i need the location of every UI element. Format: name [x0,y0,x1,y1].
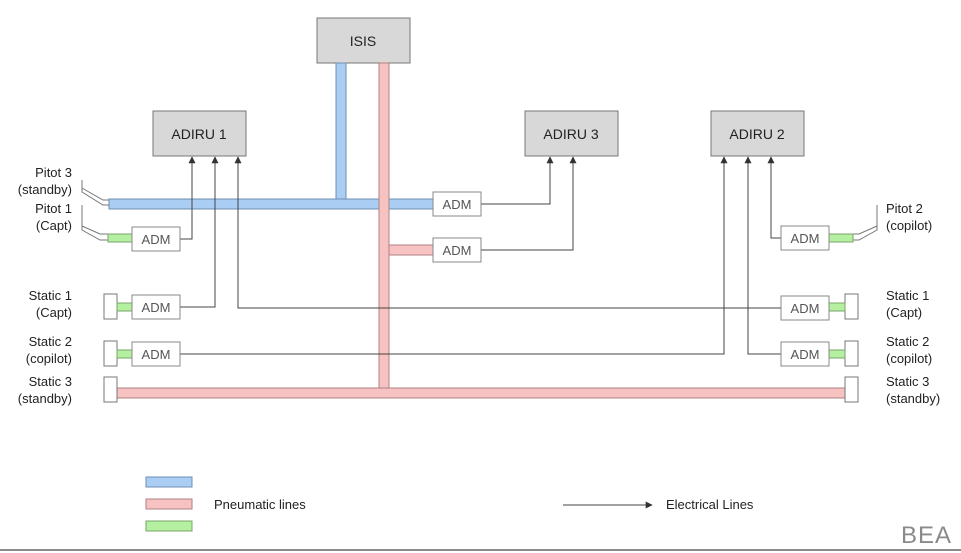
label-static1-left: Static 1 (Capt) [29,288,72,320]
adiru3-unit: ADIRU 3 [524,110,619,157]
svg-text:(Capt): (Capt) [36,305,72,320]
adiru2-label: ADIRU 2 [729,126,784,142]
isis-label: ISIS [350,33,376,49]
static1-left-port [103,293,118,320]
legend-blue-swatch [145,476,193,488]
label-pitot1-left: Pitot 1 (Capt) [35,201,72,233]
svg-text:Pitot 1: Pitot 1 [35,201,72,216]
pitot3-probe [81,180,109,206]
static1-right-port [844,293,859,320]
electrical-lines [180,156,781,355]
svg-text:Static 2: Static 2 [29,334,72,349]
static2-right-port [844,340,859,367]
svg-text:(copilot): (copilot) [886,218,932,233]
svg-text:Static 2: Static 2 [886,334,929,349]
label-static1-right: Static 1 (Capt) [886,288,929,320]
static3-right-port [844,376,859,403]
legend: Pneumatic lines Electrical Lines [145,476,754,532]
svg-text:ADM: ADM [791,347,820,362]
label-static2-right: Static 2 (copilot) [886,334,932,366]
static1-left-green-line [116,302,134,312]
adm-static1-left: ADM [131,294,181,320]
pitot1-green-line [107,233,133,243]
static1-right-green-line [828,302,846,312]
svg-text:ADM: ADM [791,301,820,316]
adm-static2-left: ADM [131,341,181,367]
svg-text:(standby): (standby) [18,391,72,406]
label-static3-left: Static 3 (standby) [18,374,72,406]
svg-text:ADM: ADM [142,300,171,315]
svg-text:(copilot): (copilot) [886,351,932,366]
adiru2-unit: ADIRU 2 [710,110,805,157]
svg-text:(standby): (standby) [886,391,940,406]
adiru1-label: ADIRU 1 [171,126,226,142]
label-static2-left: Static 2 (copilot) [26,334,72,366]
adm-static1-right: ADM [780,295,830,321]
static2-left-green-line [116,349,134,359]
svg-text:Static 3: Static 3 [29,374,72,389]
pitot1-probe [81,205,109,241]
isis-unit: ISIS [316,17,411,64]
svg-text:Static 1: Static 1 [29,288,72,303]
adm-pitot3: ADM [432,191,482,217]
svg-text:ADM: ADM [142,232,171,247]
bea-logo: BEA [901,522,952,549]
svg-text:ADM: ADM [443,197,472,212]
legend-electrical-label: Electrical Lines [666,497,754,512]
svg-text:ADM: ADM [791,231,820,246]
legend-green-swatch [145,520,193,532]
static2-right-green-line [828,349,846,359]
pitot2-green-line [828,233,854,243]
adm-static2-right: ADM [780,341,830,367]
svg-text:(Capt): (Capt) [36,218,72,233]
adm-static3: ADM [432,237,482,263]
svg-text:Static 1: Static 1 [886,288,929,303]
static3-left-port [103,376,118,403]
adm-pitot2: ADM [780,225,830,251]
svg-text:ADM: ADM [443,243,472,258]
svg-text:(copilot): (copilot) [26,351,72,366]
svg-text:ADM: ADM [142,347,171,362]
adiru1-unit: ADIRU 1 [152,110,247,157]
svg-text:(Capt): (Capt) [886,305,922,320]
pitot2-probe [852,205,878,241]
svg-text:Static 3: Static 3 [886,374,929,389]
label-static3-right: Static 3 (standby) [886,374,940,406]
adiru3-label: ADIRU 3 [543,126,598,142]
legend-pneumatic-label: Pneumatic lines [214,497,306,512]
svg-text:Pitot 2: Pitot 2 [886,201,923,216]
svg-text:(standby): (standby) [18,182,72,197]
adm-pitot1: ADM [131,226,181,252]
label-pitot3-left: Pitot 3 (standby) [18,165,72,197]
label-pitot2-right: Pitot 2 (copilot) [886,201,932,233]
svg-text:Pitot 3: Pitot 3 [35,165,72,180]
legend-pink-swatch [145,498,193,510]
static2-left-port [103,340,118,367]
